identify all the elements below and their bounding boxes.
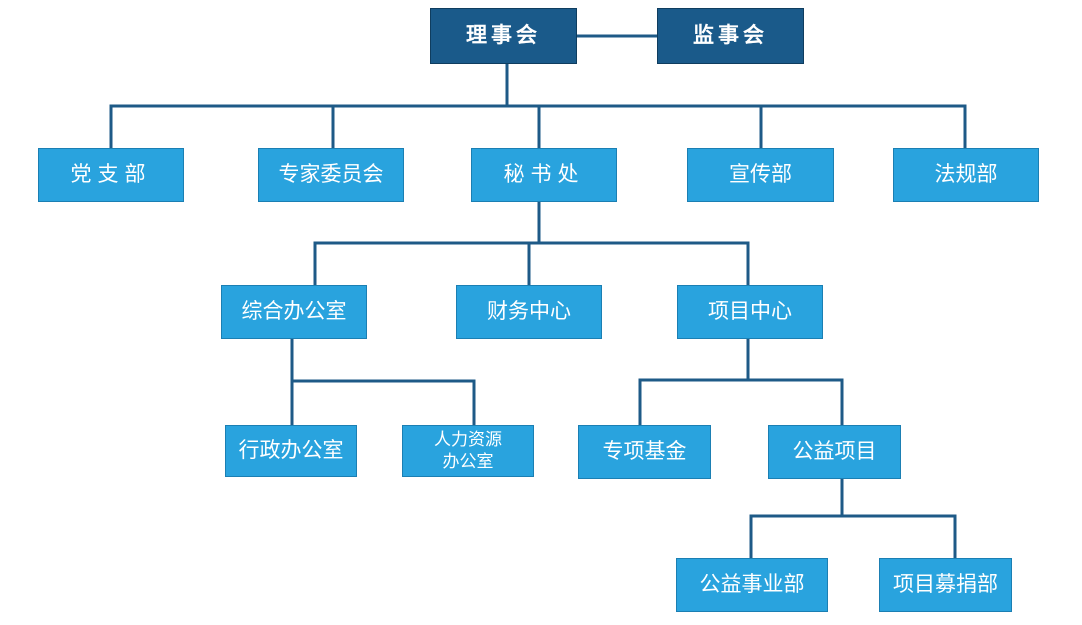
- supervisory-box: 监事会: [657, 8, 804, 64]
- expert-committee-box: 专家委员会: [258, 148, 404, 202]
- finance-center-box: 财务中心: [456, 285, 602, 339]
- hr-office-line2: 办公室: [442, 452, 494, 472]
- admin-office-box: 行政办公室: [225, 425, 357, 477]
- public-affairs-box: 公益事业部: [676, 558, 828, 612]
- fundraising-box: 项目募捐部: [879, 558, 1012, 612]
- hr-office-box: 人力资源 办公室: [402, 425, 534, 477]
- publicity-box: 宣传部: [687, 148, 834, 202]
- general-office-box: 综合办公室: [221, 285, 367, 339]
- public-projects-box: 公益项目: [768, 425, 901, 479]
- board-box: 理事会: [430, 8, 577, 64]
- hr-office-line1: 人力资源: [434, 429, 502, 450]
- party-branch-box: 党支部: [38, 148, 184, 202]
- legal-box: 法规部: [893, 148, 1039, 202]
- special-fund-box: 专项基金: [578, 425, 711, 479]
- secretariat-box: 秘书处: [471, 148, 617, 202]
- project-center-box: 项目中心: [677, 285, 823, 339]
